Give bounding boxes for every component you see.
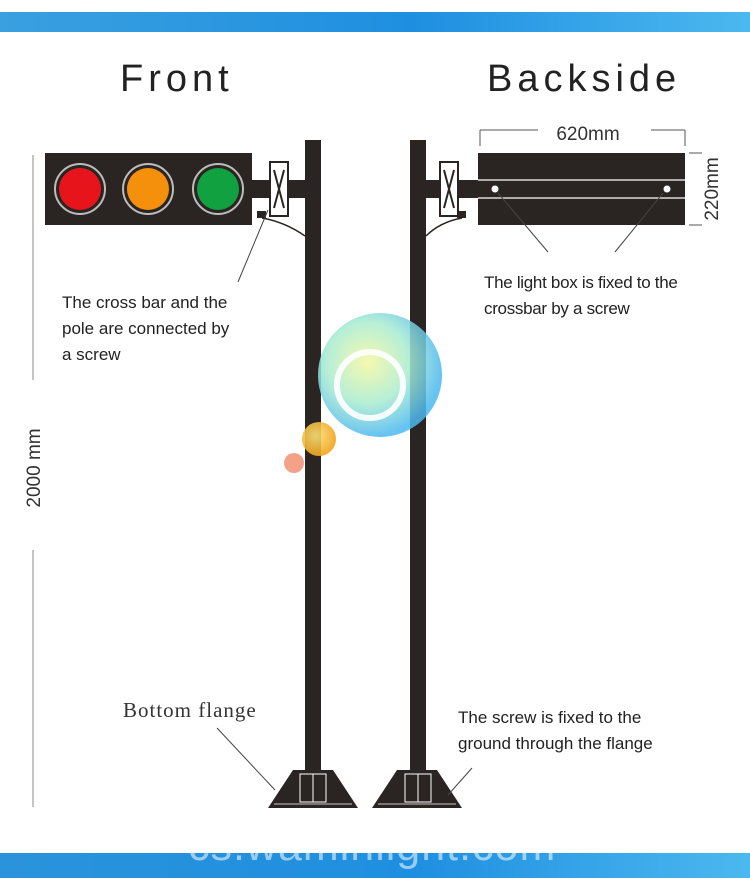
lamp-red [59,168,101,210]
backside-heading: Backside [487,58,682,100]
back-flange-base [372,770,462,808]
ground-note-line: The screw is fixed to the [458,708,642,727]
ground-note: The screw is fixed to the ground through… [458,705,653,757]
lightbox-note: The light box is fixed to the crossbar b… [484,270,678,322]
lightbox-note-line: The light box is fixed to the [484,273,678,292]
crossbar-note-line: a screw [62,345,121,364]
width-dimension-label: 620mm [556,124,619,145]
watermark-logo [284,313,442,473]
crossbar-note-line: pole are connected by [62,319,230,338]
ground-leader-line [447,767,473,796]
top-color-band [0,12,750,32]
crossbar-note: The cross bar and the pole are connected… [62,290,229,368]
back-screw-left [491,185,499,193]
front-lamps [54,163,244,215]
bottom-flange-label: Bottom flange [123,698,257,722]
lightbox-note-line: crossbar by a screw [484,299,630,318]
lamp-green [197,168,239,210]
pole-height-label: 2000 mm [24,428,45,507]
flange-leader-line [216,727,276,791]
front-heading: Front [120,58,234,100]
height-dimension-label: 220mm [702,157,723,220]
back-screw-right [663,185,671,193]
height-dimension [689,152,702,226]
front-pole [305,140,321,800]
crossbar-leader-line [237,209,269,283]
bottom-color-band [0,853,750,878]
crossbar-note-line: The cross bar and the [62,293,228,312]
front-view [45,140,358,808]
back-view [372,140,685,808]
back-pole [410,140,426,800]
lightbox-leader-right [614,192,664,253]
back-light-box [478,153,685,225]
lightbox-leader-left [497,192,549,253]
watermark-text: cs.waminlight.com [188,822,557,870]
width-dimension [479,129,686,146]
ground-note-line: ground through the flange [458,734,653,753]
lamp-amber [127,168,169,210]
